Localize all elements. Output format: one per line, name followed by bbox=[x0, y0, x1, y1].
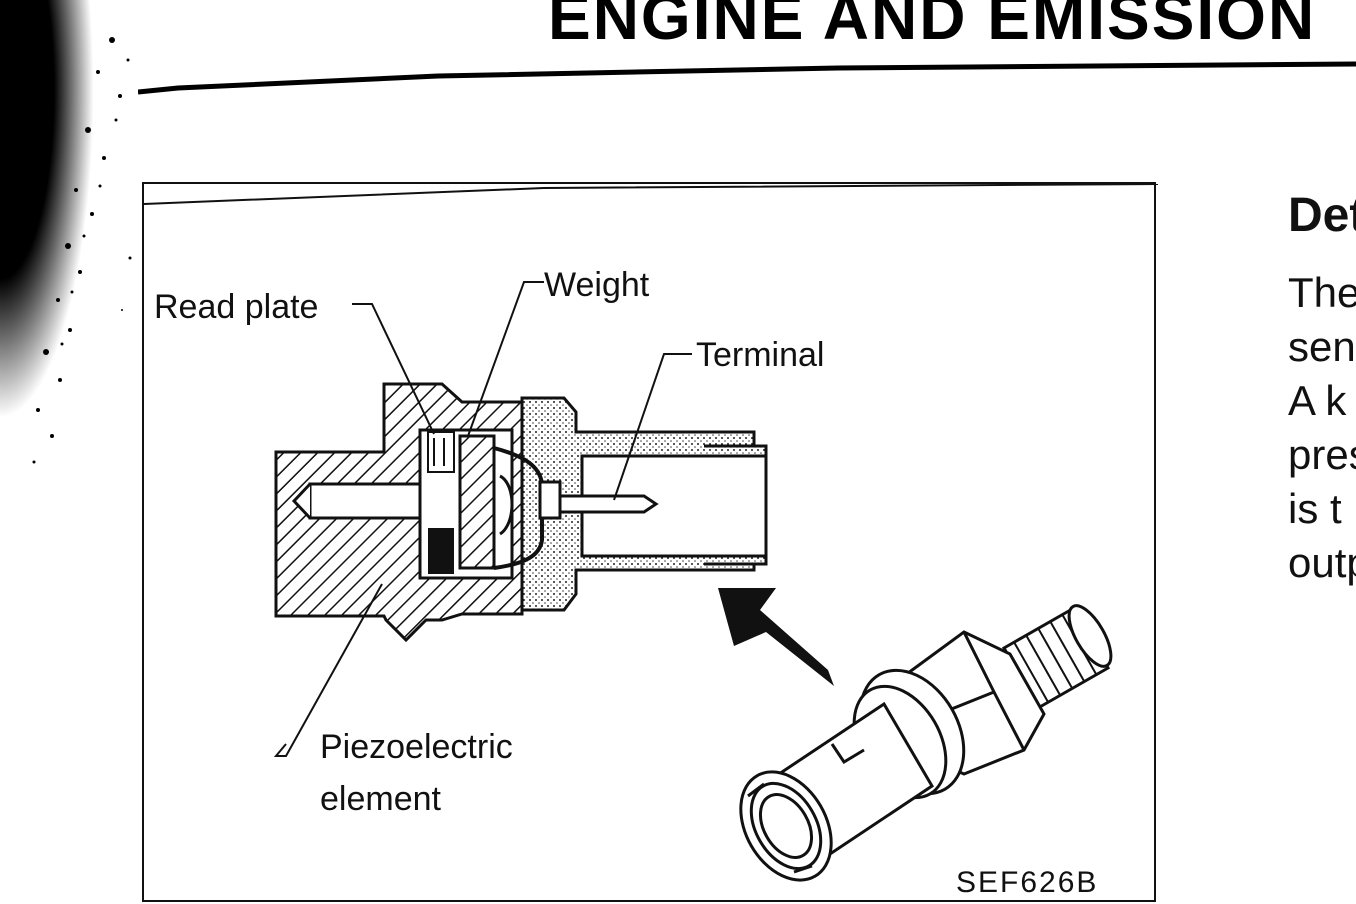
page-header-title: ENGINE AND EMISSION bbox=[548, 0, 1317, 53]
callout-piezo-line2: element bbox=[320, 780, 441, 818]
knock-sensor-illustration bbox=[144, 184, 1158, 882]
body-line: sens bbox=[1288, 323, 1356, 370]
callout-weight: Weight bbox=[544, 266, 650, 304]
body-line: outp bbox=[1288, 539, 1356, 586]
callout-terminal: Terminal bbox=[696, 336, 825, 374]
header-rule bbox=[138, 61, 1356, 95]
callout-piezo-line1: Piezoelectric bbox=[320, 728, 513, 766]
section-title: Det bbox=[1288, 189, 1356, 242]
body-line: is t bbox=[1288, 485, 1342, 532]
body-line: pres bbox=[1288, 431, 1356, 478]
pointer-arrow bbox=[718, 588, 834, 686]
body-line: The bbox=[1288, 269, 1356, 316]
sensor-cross-section bbox=[274, 382, 768, 643]
figure-code: SEF626B bbox=[956, 866, 1099, 899]
page-edge-speckle bbox=[32, 37, 132, 464]
body-line: A k bbox=[1288, 377, 1347, 424]
leader-lines bbox=[273, 281, 692, 757]
page-edge-shadow bbox=[0, 0, 150, 480]
callout-read-plate: Read plate bbox=[154, 288, 319, 326]
figure-box: Read plate Weight Terminal Piezoelectric… bbox=[142, 182, 1158, 902]
section-body: The sens A k pres is t outp bbox=[1288, 266, 1356, 590]
sensor-perspective bbox=[739, 604, 1113, 882]
